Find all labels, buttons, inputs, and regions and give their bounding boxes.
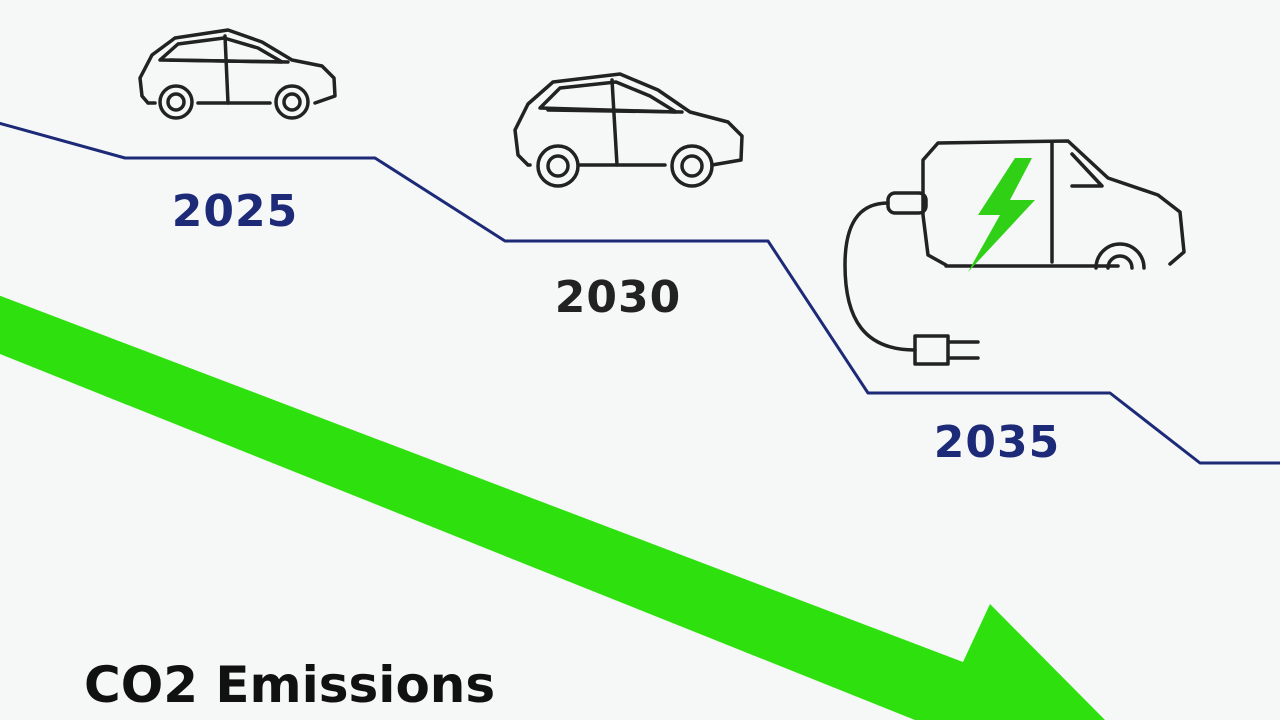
timeline-step-line — [0, 121, 1280, 465]
car-outline-icon — [138, 28, 337, 120]
year-label-2025: 2025 — [172, 186, 298, 237]
charging-plug-icon — [913, 334, 980, 366]
car-outline-icon — [513, 72, 744, 188]
electric-car-icon — [843, 139, 1186, 366]
co2-emissions-label: CO2 Emissions — [84, 656, 495, 714]
year-label-2035: 2035 — [934, 417, 1060, 468]
lightning-bolt-icon — [968, 158, 1035, 272]
year-label-2030: 2030 — [555, 272, 681, 323]
emissions-trend-arrow — [0, 295, 1105, 720]
